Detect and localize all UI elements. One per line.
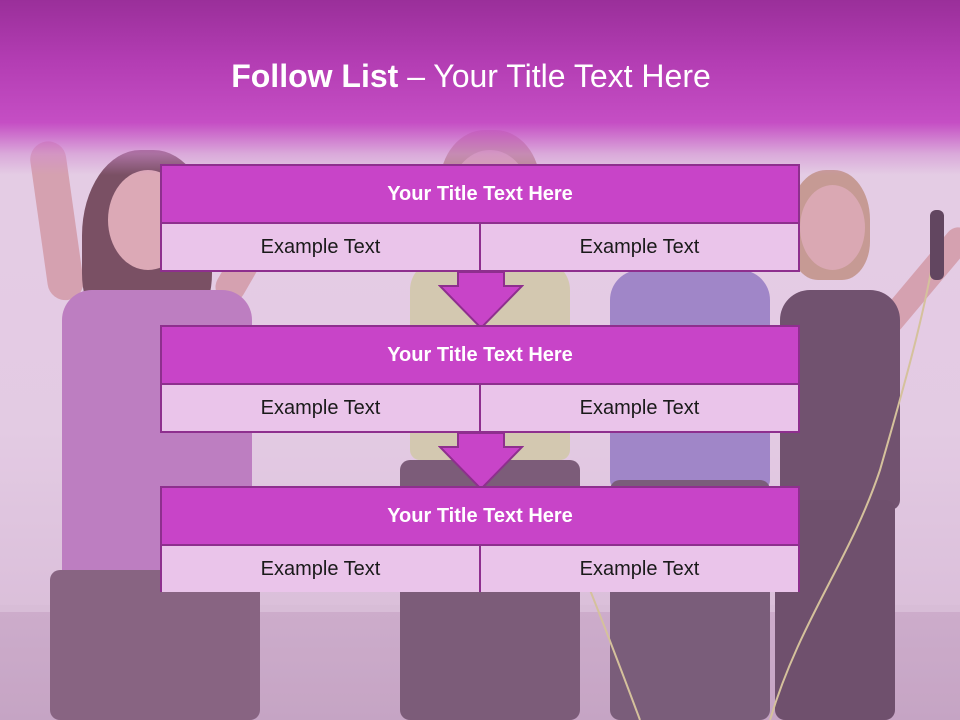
step-block-3: Your Title Text Here Example Text Exampl… [160,486,800,592]
down-arrow-icon [438,272,524,330]
person-far-right [770,170,960,720]
title-bold: Follow List [231,58,399,94]
step-cell-left: Example Text [162,385,481,431]
step-cell-left: Example Text [162,546,481,592]
slide-title: Follow List – Your Title Text Here [0,54,942,98]
title-rest: – Your Title Text Here [398,58,711,94]
step-row: Example Text Example Text [162,546,798,592]
step-cell-right: Example Text [481,385,798,431]
step-title: Your Title Text Here [162,327,798,385]
step-row: Example Text Example Text [162,385,798,431]
step-cell-left: Example Text [162,224,481,270]
step-cell-right: Example Text [481,546,798,592]
down-arrow-icon [438,433,524,491]
step-title: Your Title Text Here [162,166,798,224]
step-cell-right: Example Text [481,224,798,270]
person-left [27,139,311,720]
step-block-1: Your Title Text Here Example Text Exampl… [160,164,800,272]
step-title: Your Title Text Here [162,488,798,546]
step-block-2: Your Title Text Here Example Text Exampl… [160,325,800,433]
header-band: Follow List – Your Title Text Here [0,0,960,175]
step-row: Example Text Example Text [162,224,798,270]
